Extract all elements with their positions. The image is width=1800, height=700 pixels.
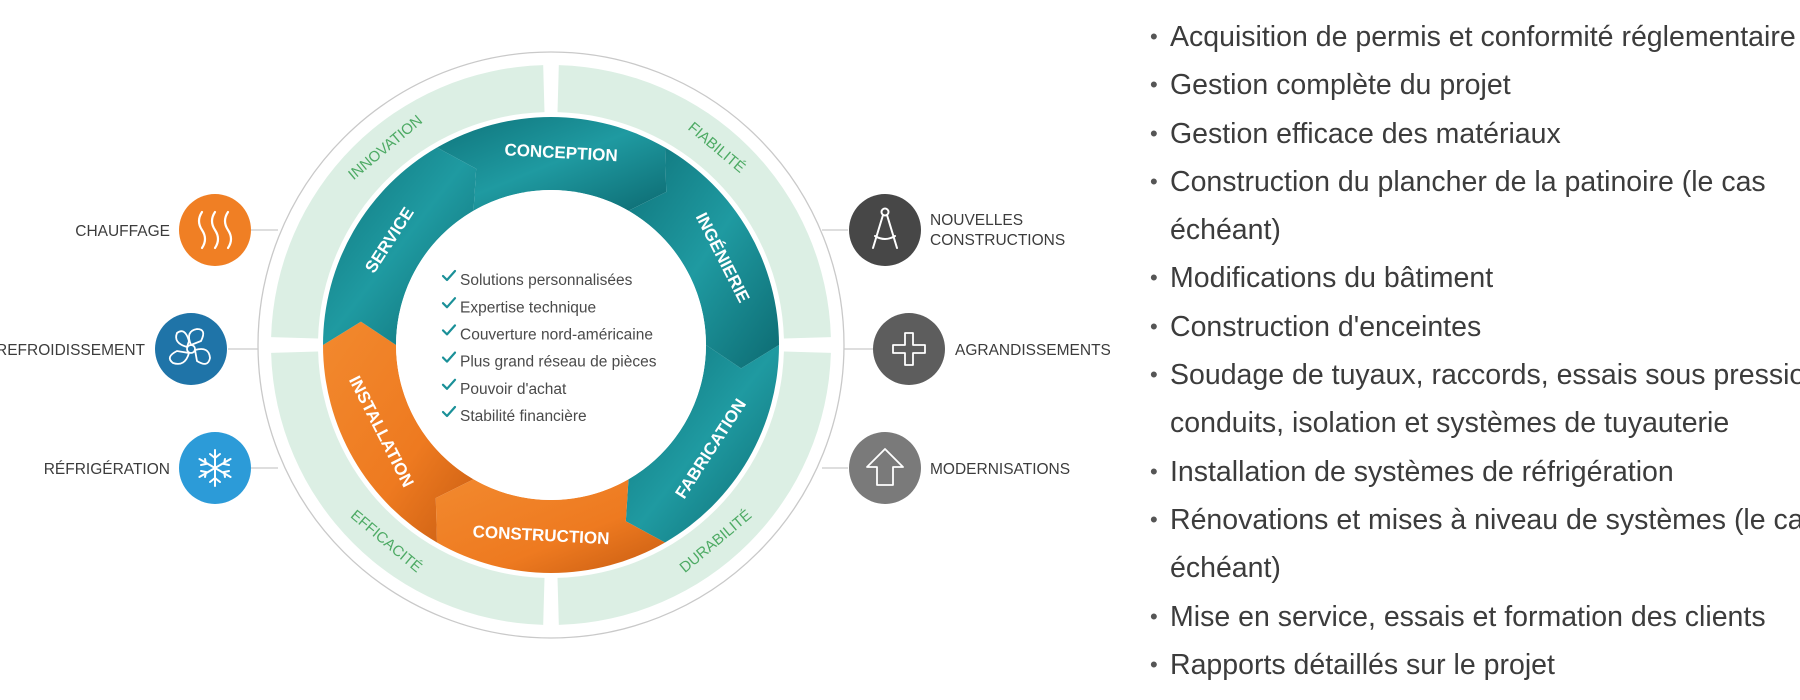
checkmark-icon xyxy=(441,405,457,418)
new-construction-label-line2: CONSTRUCTIONS xyxy=(930,232,1065,249)
checkmark-icon xyxy=(441,297,457,309)
services-list-item: Construction d'enceintes xyxy=(1150,303,1800,352)
services-list-item: Mise en service, essais et formation des… xyxy=(1150,593,1800,642)
services-list-item: Installation de systèmes de réfrigératio… xyxy=(1150,448,1800,497)
services-list-item-continuation: échéant) xyxy=(1170,214,1281,247)
cycle-segment xyxy=(435,479,665,574)
left-item-refrigeration: RÉFRIGÉRATION xyxy=(44,432,251,504)
services-diagram: CONCEPTIONINGÉNIERIEFABRICATIONCONSTRUCT… xyxy=(0,51,1110,639)
checklist-item: Solutions personnalisées xyxy=(460,272,633,289)
checklist-item: Couverture nord-américaine xyxy=(460,326,653,343)
values-ring-quadrant xyxy=(557,65,831,339)
values-ring-quadrant xyxy=(557,351,831,625)
checkmark-icon xyxy=(441,351,457,363)
right-item-new-construction: NOUVELLES CONSTRUCTIONS xyxy=(849,194,1065,266)
connector-lines xyxy=(228,229,874,469)
cycle-segment xyxy=(625,345,779,543)
services-list-item: Acquisition de permis et conformité régl… xyxy=(1150,13,1800,62)
heat-waves-icon xyxy=(197,210,233,250)
heating-label: CHAUFFAGE xyxy=(75,223,170,240)
left-item-cooling: REFROIDISSEMENT xyxy=(0,313,227,385)
extensions-label: AGRANDISSEMENTS xyxy=(955,342,1110,359)
services-list-item: Rénovations et mises à niveau de système… xyxy=(1150,496,1800,545)
right-item-extensions: AGRANDISSEMENTS xyxy=(873,313,1110,385)
cycle-segments xyxy=(323,116,779,574)
arrow-up-icon xyxy=(866,448,904,486)
extensions-icon-circle xyxy=(873,313,945,385)
fan-icon xyxy=(168,328,211,365)
left-item-heating: CHAUFFAGE xyxy=(75,194,251,266)
center-circle xyxy=(396,190,706,500)
compass-icon xyxy=(872,207,898,249)
checklist-item: Pouvoir d'achat xyxy=(460,381,567,398)
modernizations-label: MODERNISATIONS xyxy=(930,461,1070,478)
services-list-item-continuation: échéant) xyxy=(1170,552,1281,585)
services-list: Acquisition de permis et conformité régl… xyxy=(1150,13,1800,689)
values-ring-quadrant xyxy=(271,65,545,339)
services-list-item: Gestion efficace des matériaux xyxy=(1150,110,1800,159)
refrigeration-label: RÉFRIGÉRATION xyxy=(44,461,170,478)
checklist-item: Expertise technique xyxy=(460,299,596,316)
cycle-segment xyxy=(437,116,667,211)
checklist-item: Plus grand réseau de pièces xyxy=(460,354,657,371)
plus-icon xyxy=(892,332,926,366)
cycle-segment xyxy=(323,147,477,345)
services-list-item: Soudage de tuyaux, raccords, essais sous… xyxy=(1150,351,1800,400)
right-item-modernizations: MODERNISATIONS xyxy=(849,432,1070,504)
services-list-item: Gestion complète du projet xyxy=(1150,61,1800,110)
values-ring xyxy=(271,65,831,625)
checklist-item: Stabilité financière xyxy=(460,408,587,425)
modernizations-icon-circle xyxy=(849,432,921,504)
checkmark-icon xyxy=(441,324,457,336)
checkmark-icon xyxy=(441,378,457,390)
cooling-label: REFROIDISSEMENT xyxy=(0,342,146,359)
new-construction-icon-circle xyxy=(849,194,921,266)
services-list-item: Modifications du bâtiment xyxy=(1150,254,1800,303)
cycle-segment xyxy=(323,321,474,543)
values-ring-quadrant xyxy=(271,351,545,625)
cooling-icon-circle xyxy=(155,313,227,385)
services-list-item-continuation: conduits, isolation et systèmes de tuyau… xyxy=(1170,407,1730,440)
services-list-item: Rapports détaillés sur le projet xyxy=(1150,641,1800,690)
services-list-item: Construction du plancher de la patinoire… xyxy=(1150,158,1800,207)
cycle-segment xyxy=(628,147,779,369)
checkmark-icon xyxy=(441,269,457,282)
snowflake-icon xyxy=(198,449,232,487)
new-construction-label-line1: NOUVELLES xyxy=(930,212,1023,229)
